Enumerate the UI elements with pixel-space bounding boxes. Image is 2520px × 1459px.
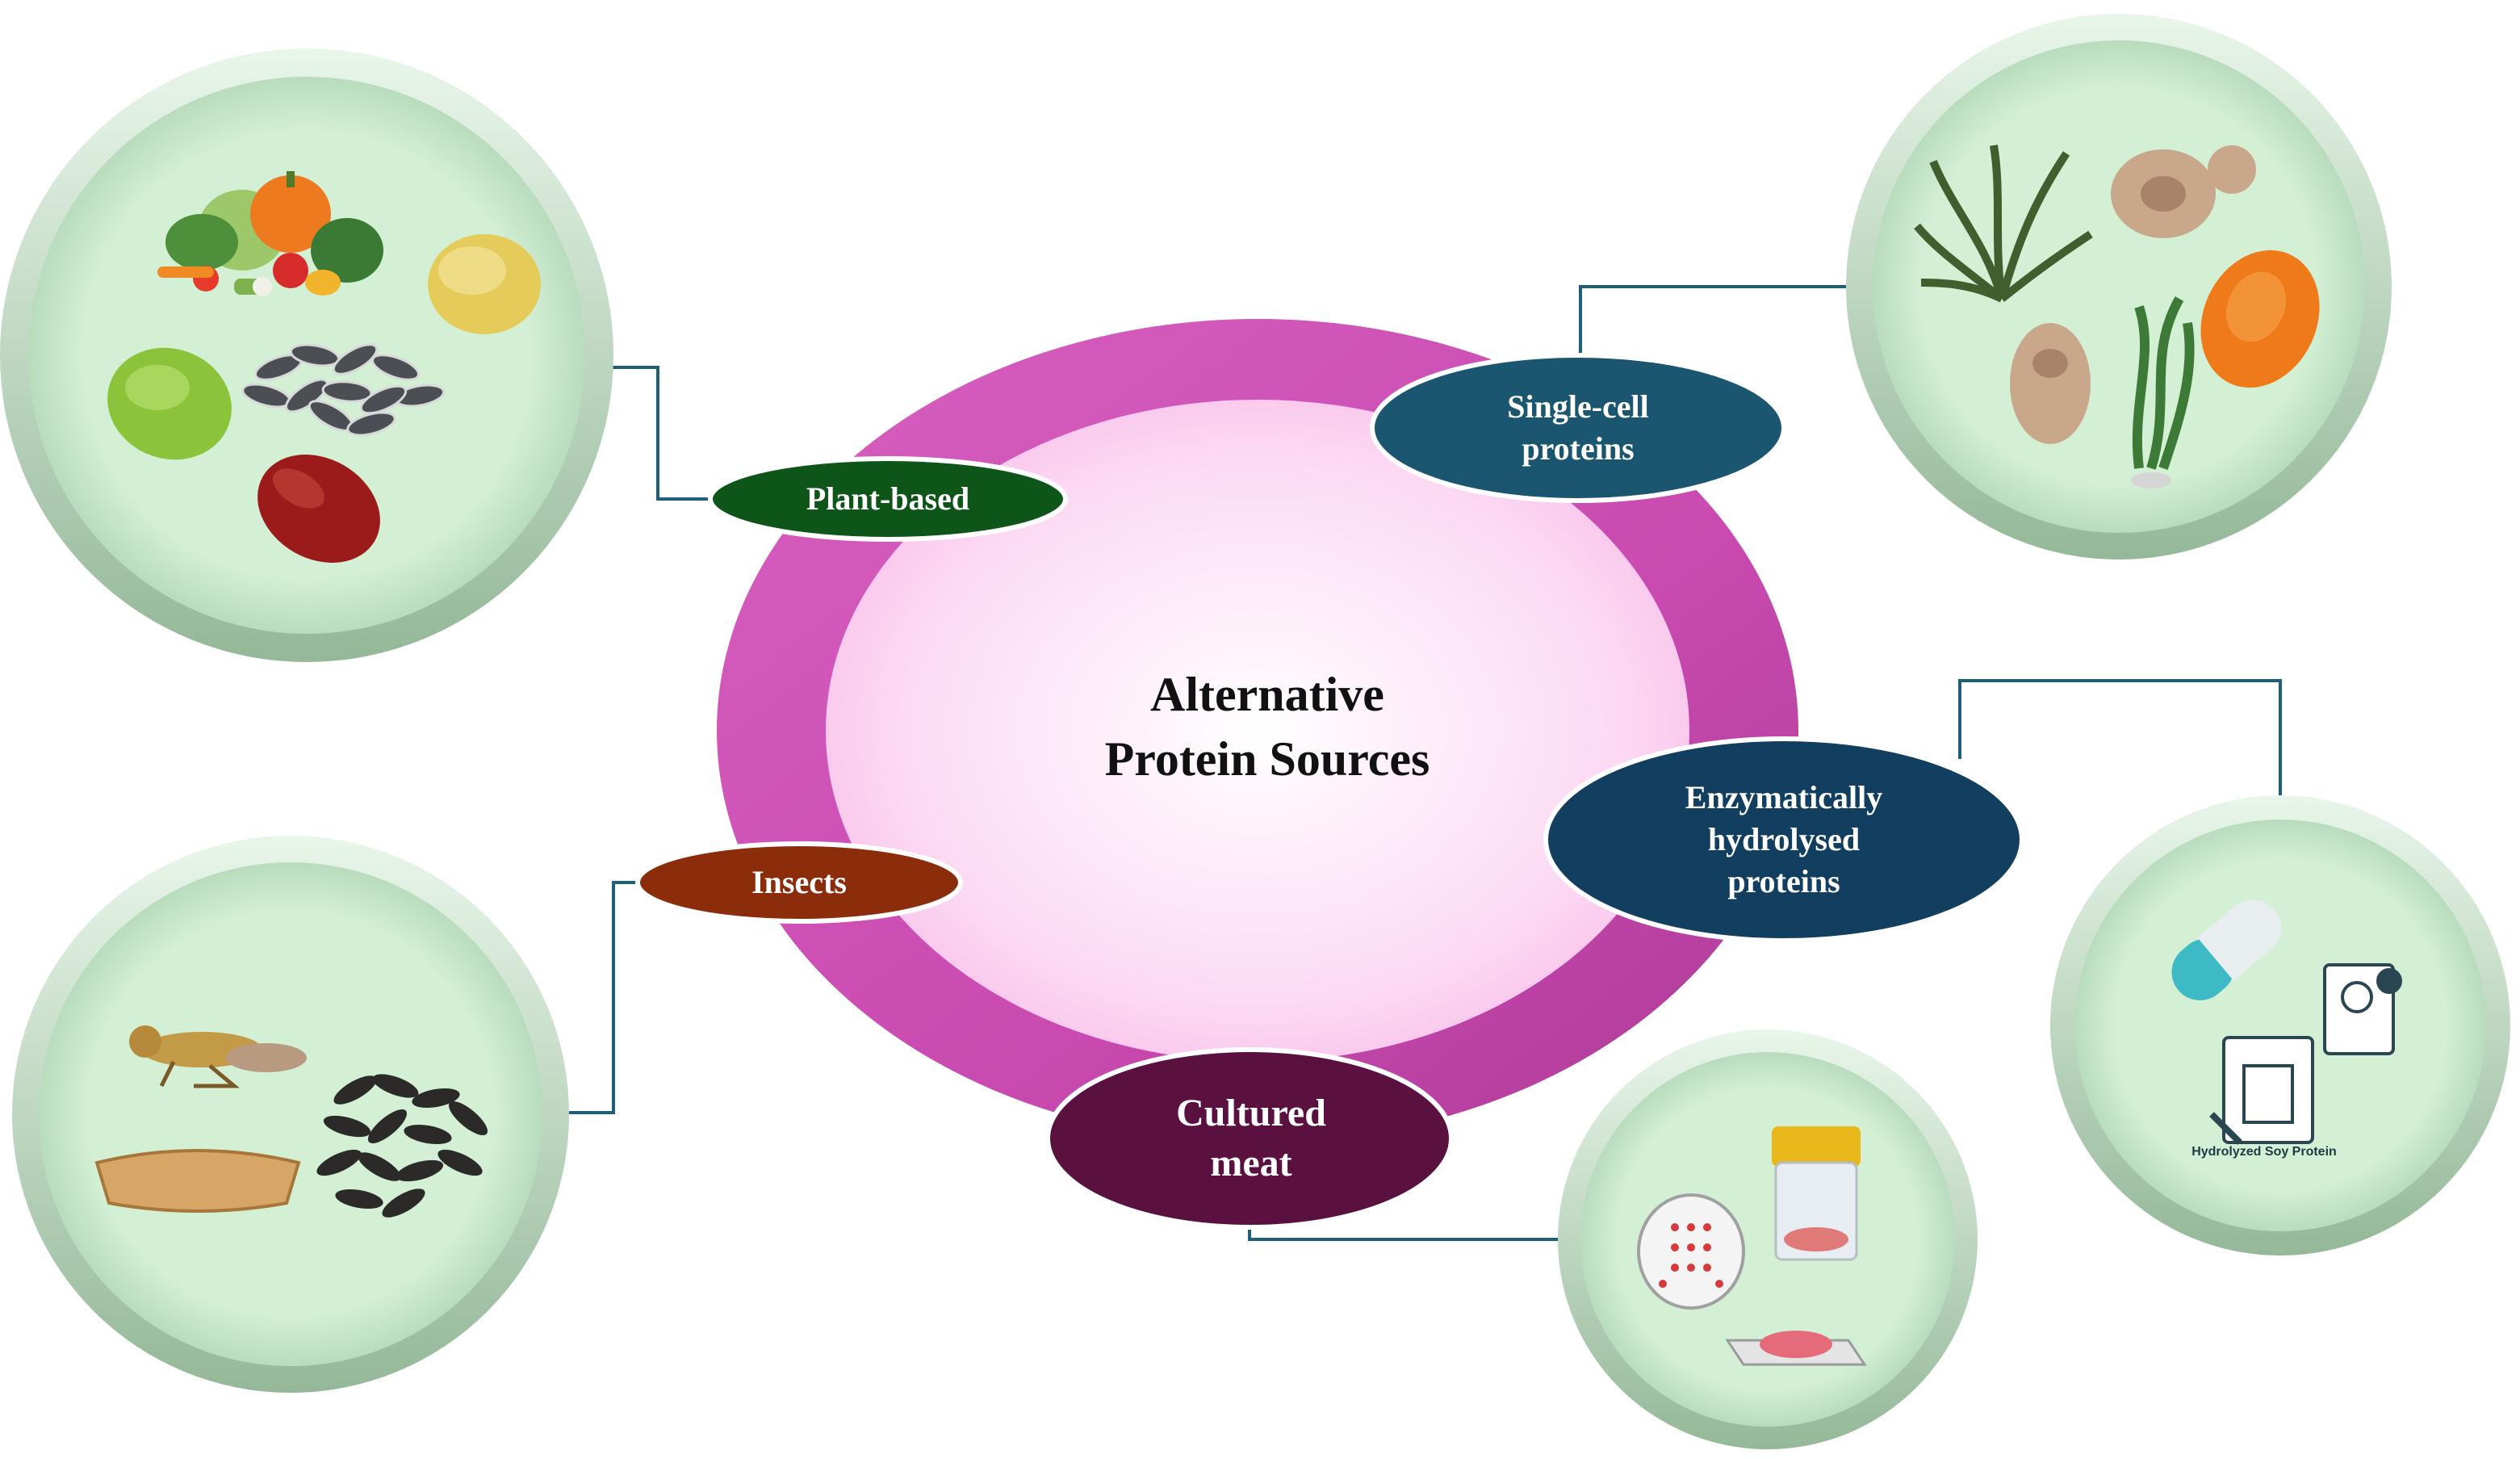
grasshopper-icon (129, 1025, 307, 1088)
cultured-label-shape (1045, 1047, 1454, 1230)
meat-slab-icon (1725, 1331, 1867, 1366)
plant-label-shape (708, 456, 1068, 542)
central-title-line2: Protein Sources (1104, 732, 1430, 786)
connector-scp (1579, 285, 1852, 354)
scp-label-shape (1370, 353, 1786, 503)
connector-insects (565, 881, 642, 1114)
larva-icon (94, 1149, 301, 1213)
soy-protein-caption: Hydrolyzed Soy Protein (2191, 1145, 2337, 1159)
sample-jar-icon (1772, 1126, 1861, 1261)
insects-label-shape (635, 841, 963, 924)
central-title-line1: Alternative (1150, 668, 1384, 721)
enzymatic-label-shape (1543, 736, 2024, 943)
seaweed-icon (1914, 145, 2093, 303)
plant-based-label: Plant-based (806, 480, 970, 517)
circle-cultured (1558, 1029, 1978, 1449)
green-bean-icon (107, 347, 232, 460)
yeast-cell-icon (2111, 145, 2256, 238)
connector-enzymatic (1958, 679, 2282, 811)
powder-bag-icon (2209, 963, 2402, 1145)
cultured-meat-label: Cultured meat (1176, 1091, 1326, 1184)
single-cell-label: Single-cell proteins (1507, 388, 1649, 467)
central-title: Alternative Protein Sources (1025, 662, 1509, 791)
connector-plant (605, 366, 714, 501)
connectors (565, 285, 2282, 1241)
kidney-bean-icon (257, 455, 380, 563)
insects-label: Insects (751, 864, 847, 900)
crickets-pile-icon (316, 1074, 488, 1218)
algae-icon (2131, 296, 2195, 488)
vegetables-icon (157, 171, 383, 296)
petri-dish-icon (1637, 1193, 1745, 1310)
capsule-icon (2171, 899, 2281, 1000)
soybean-icon (428, 234, 541, 334)
spore-icon (2010, 323, 2091, 444)
label-shapes (635, 353, 2024, 1230)
circle-enzymatic (2050, 795, 2510, 1256)
enzymatic-label: Enzymatically hydrolysed proteins (1685, 779, 1883, 899)
sunflower-seeds-icon (241, 343, 446, 437)
orange-cell-icon (2200, 249, 2320, 388)
connector-cultured (1248, 1227, 1570, 1241)
circle-insects (12, 836, 569, 1393)
